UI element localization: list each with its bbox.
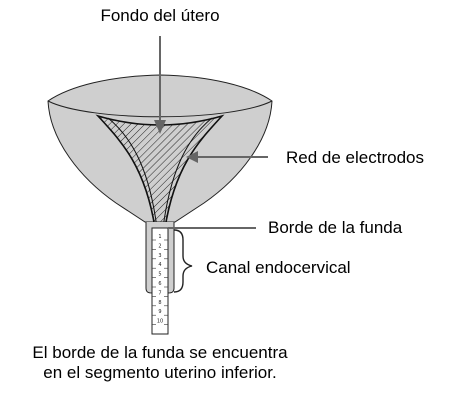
scale-tick-label: 3 — [158, 253, 161, 259]
scale-tick-label: 1 — [158, 234, 161, 240]
sheath-tube — [151, 227, 169, 335]
sheath-edge-label: Borde de la funda — [268, 218, 403, 237]
electrode-net-edge-right — [162, 117, 213, 229]
endocervical-canal-label: Canal endocervical — [206, 258, 351, 277]
electrode-net-pointer-arrowhead — [186, 151, 198, 163]
scale-tick-label: 8 — [158, 300, 161, 306]
scale-tick-label: 5 — [158, 272, 161, 278]
sheath-scale: 1 2 3 4 5 6 7 8 9 10 — [152, 234, 168, 325]
scale-tick-label: 2 — [158, 243, 161, 249]
scale-tick-label: 7 — [158, 290, 161, 296]
canal-brace — [173, 229, 193, 293]
scale-tick-label: 9 — [158, 309, 161, 315]
caption: El borde de la funda se encuentra en el … — [0, 343, 320, 383]
scale-tick-label: 6 — [158, 281, 161, 287]
caption-line-1: El borde de la funda se encuentra — [32, 343, 288, 362]
scale-tick-label: 10 — [157, 319, 163, 325]
fundus-label: Fondo del útero — [100, 6, 220, 25]
caption-line-2: en el segmento uterino inferior. — [43, 363, 277, 382]
electrode-net-edge-left — [107, 117, 158, 229]
electrode-net-label: Red de electrodos — [286, 148, 424, 167]
scale-tick-label: 4 — [158, 262, 161, 268]
fundus-pointer-arrowhead — [154, 120, 166, 134]
